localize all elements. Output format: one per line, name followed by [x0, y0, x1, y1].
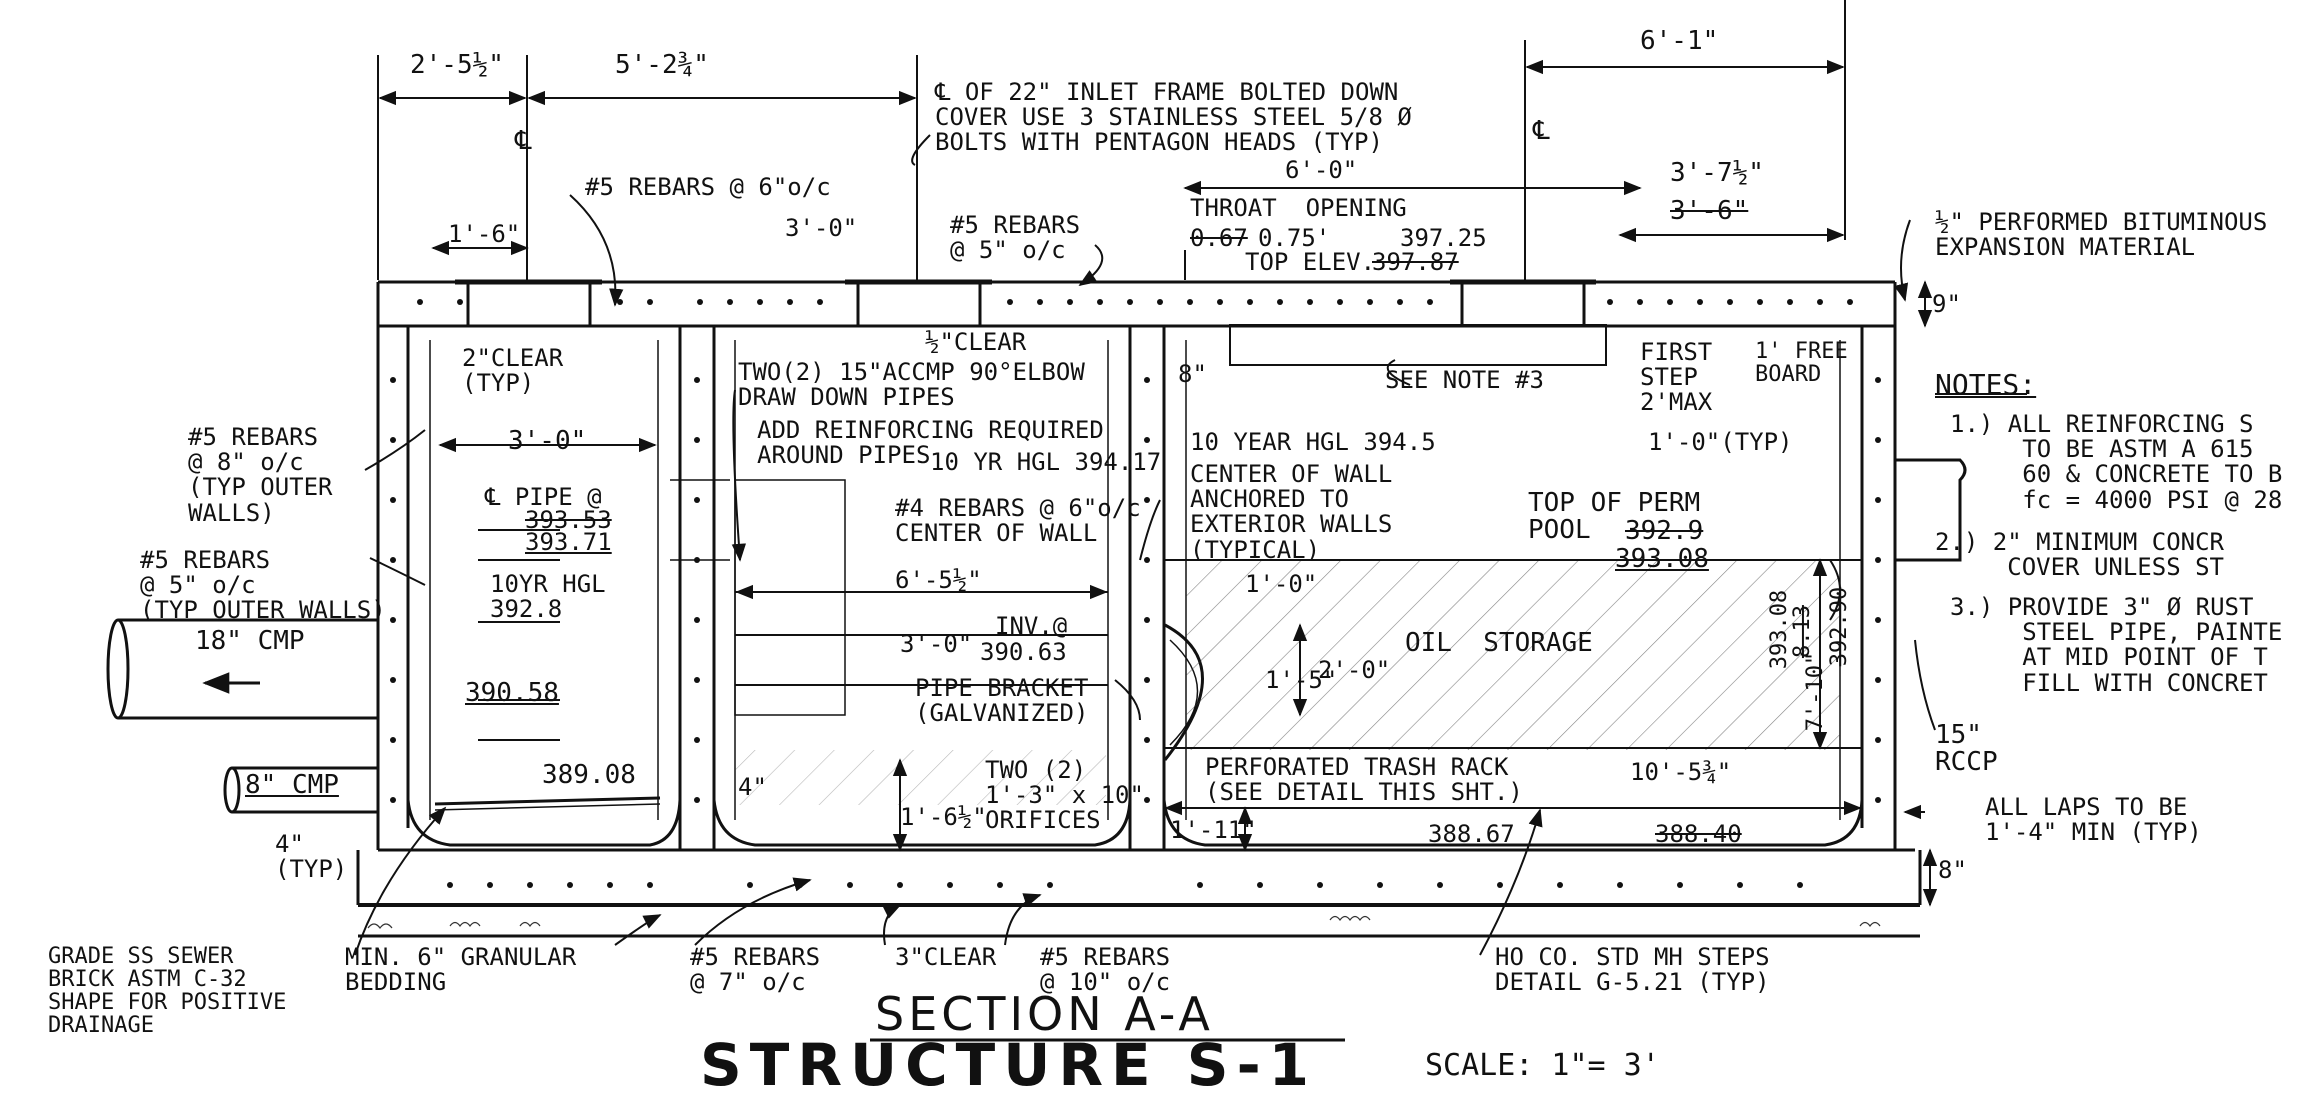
- rebars-10oc-label: #5 REBARS @ 10" o/c: [1040, 943, 1171, 997]
- mh-steps-label: HO CO. STD MH STEPS DETAIL G-5.21 (TYP): [1495, 943, 1770, 997]
- dim-6-0: 6'-0": [1285, 156, 1358, 184]
- half-clear-label: ½"CLEAR: [925, 328, 1027, 356]
- top-elev-struck: 397.87: [1372, 248, 1459, 276]
- top-elev-label: TOP ELEV.: [1245, 248, 1376, 276]
- inv-label: INV.@: [995, 612, 1068, 640]
- elev-392-90-vertical: 392.90: [1827, 586, 1853, 667]
- title-underlines: [870, 393, 2027, 1042]
- scale-label: SCALE: 1"= 3': [1425, 1048, 1660, 1083]
- rebars-6oc-label: #5 REBARS @ 6"o/c: [585, 173, 831, 201]
- dim-6-1: 6'-1": [1640, 26, 1719, 56]
- dim-1-0-typ: 1'-0"(TYP): [1648, 428, 1793, 456]
- inlet-frame-note: ℄ OF 22" INLET FRAME BOLTED DOWN COVER U…: [935, 78, 1412, 157]
- top-elev-new: 397.25: [1400, 224, 1487, 252]
- structure-title: STRUCTURE S-1: [700, 1031, 1317, 1099]
- throat-075: 0.75': [1258, 224, 1331, 252]
- rebars-outer-5-label: #5 REBARS @ 5" o/c (TYP OUTER WALLS): [140, 546, 386, 625]
- dimension-lines: [377, 0, 1938, 907]
- add-reinforcing-label: ADD REINFORCING REQUIRED AROUND PIPES: [757, 416, 1104, 470]
- first-step-label: FIRST STEP 2'MAX: [1640, 338, 1713, 417]
- dim-4-typ: 4" (TYP): [275, 830, 348, 884]
- note-1: 1.) ALL REINFORCING S TO BE ASTM A 615 6…: [1950, 410, 2283, 514]
- note-3: 3.) PROVIDE 3" Ø RUST STEEL PIPE, PAINTE…: [1950, 593, 2283, 697]
- dim-3-6-struck: 3'-6": [1670, 196, 1749, 226]
- center-of-wall-label: CENTER OF WALL ANCHORED TO EXTERIOR WALL…: [1190, 460, 1393, 564]
- pipe-cl-label: ℄ PIPE @: [485, 483, 602, 511]
- rebars-outer-8-label: #5 REBARS @ 8" o/c (TYP OUTER WALLS): [188, 423, 333, 527]
- pipe-bracket-label: PIPE BRACKET (GALVANIZED): [915, 674, 1089, 728]
- throat-opening-label: THROAT OPENING: [1190, 194, 1407, 222]
- see-note-3-label: SEE NOTE #3: [1385, 366, 1544, 394]
- dim-10-5-3q: 10'-5¾": [1630, 758, 1732, 786]
- centerline-left-mark: ℄: [515, 126, 532, 156]
- elev-393-08-vertical: 393.08: [1767, 589, 1793, 670]
- all-laps-label: ALL LAPS TO BE 1'-4" MIN (TYP): [1985, 793, 2202, 847]
- dim-1-11: 1'-11": [1170, 816, 1257, 844]
- expansion-material-note: ½" PERFORMED BITUMINOUS EXPANSION MATERI…: [1935, 208, 2268, 262]
- freeboard-label: 1' FREE BOARD: [1755, 339, 1848, 388]
- hgl-10yr-3945-label: 10 YEAR HGL 394.5: [1190, 428, 1436, 456]
- top-perm-pool-label: TOP OF PERM POOL: [1528, 488, 1701, 546]
- rebars-4-label: #4 REBARS @ 6"o/c CENTER OF WALL: [895, 494, 1141, 548]
- dim-8-bot: 8": [1938, 856, 1967, 884]
- dim-4-in: 4": [738, 773, 767, 801]
- section-title: SECTION A-A: [875, 987, 1214, 1041]
- pipes: [106, 324, 1967, 814]
- pipe-cl-struck: 393.53: [525, 506, 612, 534]
- dim-3-0-mid: 3'-0": [508, 426, 587, 456]
- inv-value: 390.63: [980, 638, 1067, 666]
- perm-pool-new: 393.08: [1615, 544, 1709, 574]
- dim-1-5: 1'-5": [1265, 666, 1338, 694]
- dim-3-0-top: 3'-0": [785, 214, 858, 242]
- cmp-8-label: 8" CMP: [245, 770, 339, 800]
- bottom-aggregate: [367, 915, 1881, 929]
- draw-down-pipes-label: TWO(2) 15"ACCMP 90°ELBOW DRAW DOWN PIPES: [738, 358, 1085, 412]
- dim-3-0-low: 3'-0": [900, 630, 973, 658]
- rccp-15-label: 15" RCCP: [1935, 720, 1998, 778]
- elev-388-40-struck: 388.40: [1655, 820, 1742, 848]
- clear-3-label: 3"CLEAR: [895, 943, 997, 971]
- hgl-10yr-392-label: 10YR HGL 392.8: [490, 570, 606, 624]
- leader-lines: [354, 134, 1936, 956]
- pipe-cl-new: 393.71: [525, 528, 612, 556]
- note-2: 2.) 2" MINIMUM CONCR COVER UNLESS ST: [1935, 528, 2224, 582]
- dim-1-6: 1'-6": [448, 220, 521, 248]
- grade-ss-sewer-note: GRADE SS SEWER BRICK ASTM C-32 SHAPE FOR…: [48, 944, 287, 1039]
- elev-390-58: 390.58: [465, 678, 559, 708]
- dim-8-top: 8": [1178, 360, 1207, 388]
- two-orifices-label: TWO (2) 1'-3" x 10" ORIFICES: [985, 756, 1144, 835]
- dim-2-0: 2'-0": [1318, 656, 1391, 684]
- trash-rack-label: PERFORATED TRASH RACK (SEE DETAIL THIS S…: [1205, 753, 1523, 807]
- clear-2-typ-label: 2"CLEAR (TYP): [462, 344, 564, 398]
- rebars-top-mid-label: #5 REBARS @ 5" o/c: [950, 211, 1081, 265]
- dim-9: 9": [1932, 290, 1961, 318]
- dim-3-7-half: 3'-7½": [1670, 158, 1764, 188]
- elev-388-67: 388.67: [1428, 820, 1515, 848]
- throat-067-struck: 0.67: [1190, 224, 1248, 252]
- dim-1-6-half: 1'-6½": [900, 803, 987, 831]
- dim-7-10: 7'-10": [1803, 651, 1829, 732]
- perm-pool-struck: 392.9: [1625, 516, 1704, 546]
- rebar-dots: [390, 299, 1881, 888]
- cmp-18-label: 18" CMP: [195, 626, 305, 656]
- oil-storage-label: OIL STORAGE: [1405, 628, 1593, 658]
- dim-2-5-half: 2'-5½": [410, 50, 504, 80]
- rebars-7oc-label: #5 REBARS @ 7" o/c: [690, 943, 821, 997]
- centerline-right-mark: ℄: [1533, 116, 1550, 146]
- notes-heading: NOTES:: [1935, 368, 2037, 401]
- dim-7-10-struck: 8.13: [1789, 605, 1815, 659]
- dim-1-0: 1'-0": [1245, 570, 1318, 598]
- granular-bedding-label: MIN. 6" GRANULAR BEDDING: [345, 943, 577, 997]
- hgl-10yr-394-label: 10 YR HGL 394.17: [930, 448, 1162, 476]
- dim-5-2-3q: 5'-2¾": [615, 50, 709, 80]
- dim-6-5-half: 6'-5½": [895, 566, 982, 594]
- elev-389-08: 389.08: [542, 760, 636, 790]
